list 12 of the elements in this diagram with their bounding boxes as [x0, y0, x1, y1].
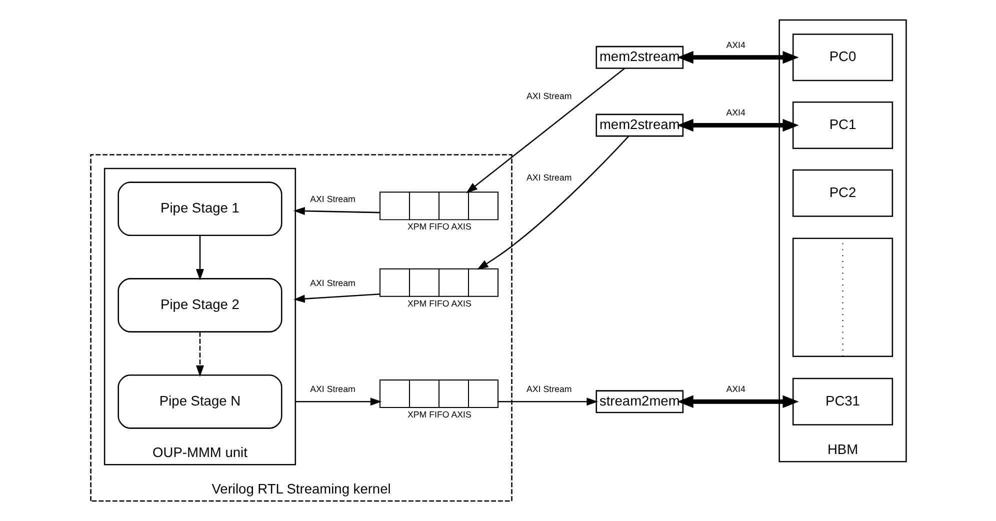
- edge-label: AXI4: [726, 108, 745, 118]
- edge-label: AXI Stream: [526, 90, 572, 101]
- edge-label: AXI Stream: [310, 278, 355, 288]
- node-label: XPM FIFO AXIS: [407, 298, 471, 308]
- node-label: XPM FIFO AXIS: [407, 222, 471, 232]
- edge-label: AXI4: [726, 384, 745, 394]
- edge-label: AXI Stream: [310, 194, 355, 204]
- edge-label: AXI Stream: [526, 172, 572, 183]
- edge-label: AXI Stream: [526, 384, 572, 394]
- edge-label: AXI Stream: [310, 384, 355, 394]
- node-label: XPM FIFO AXIS: [407, 410, 471, 420]
- edge-label: AXI4: [726, 40, 745, 50]
